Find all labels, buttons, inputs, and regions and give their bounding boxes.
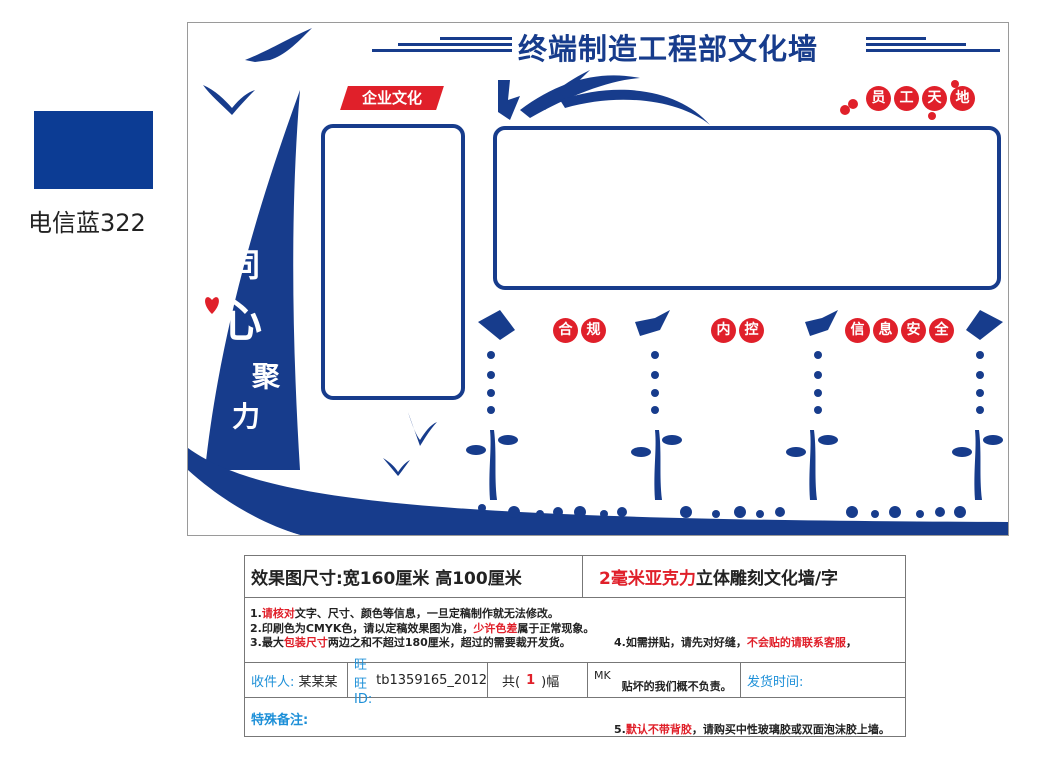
slogan-char: 力: [232, 400, 261, 433]
section-internal-control: 内控: [711, 318, 764, 343]
size-label: 效果图尺寸:宽160厘米 高100厘米: [245, 556, 583, 597]
corporate-culture-board: [321, 124, 465, 400]
title-line: [372, 49, 512, 52]
staff-corner-label: 员工天地: [866, 86, 975, 111]
bird-icon: [245, 28, 312, 62]
wall-title: 终端制造工程部文化墙: [518, 32, 819, 66]
special-notes-field: 特殊备注:: [251, 712, 309, 728]
section-info-security: 信息安全: [845, 318, 954, 343]
corporate-culture-label: 企业文化: [340, 86, 444, 110]
slogan-char: 同: [228, 246, 261, 284]
mk-field: MK: [588, 663, 741, 697]
sail-shape: [205, 90, 300, 470]
swatch-label: 电信蓝322: [28, 209, 146, 237]
slogan-char: 聚: [252, 360, 281, 393]
ship-time-field: 发货时间:: [747, 674, 804, 690]
wangwang-id-field: 旺旺ID:tb1359165_2012: [348, 658, 488, 707]
recipient-field: 收件人: 某某某: [245, 663, 348, 697]
section-compliance: 合规: [553, 318, 606, 343]
slogan-char: 心: [218, 296, 262, 347]
culture-wall-design: [187, 22, 1009, 536]
order-info-table: 效果图尺寸:宽160厘米 高100厘米 2毫米亚克力立体雕刻文化墙/字 1.请核…: [244, 555, 906, 737]
flower-dots: [478, 351, 984, 518]
notes-right: 4.如需拼贴，请先对好缝，不会贴的请联系客服， 贴坏的我们概不负责。 5.默认不…: [614, 636, 890, 736]
heart-icon: [205, 297, 219, 314]
notes-left: 1.请核对文字、尺寸、颜色等信息，一旦定稿制作就无法修改。 2.印刷色为CMYK…: [250, 607, 595, 649]
staff-corner-board: [493, 126, 1001, 290]
count-field: 共(1)幅: [488, 663, 588, 697]
color-swatch: [34, 111, 153, 189]
material-label: 2毫米亚克力立体雕刻文化墙/字: [599, 569, 839, 589]
plant-icon: [466, 430, 1003, 500]
megaphone-icon: [478, 310, 515, 340]
